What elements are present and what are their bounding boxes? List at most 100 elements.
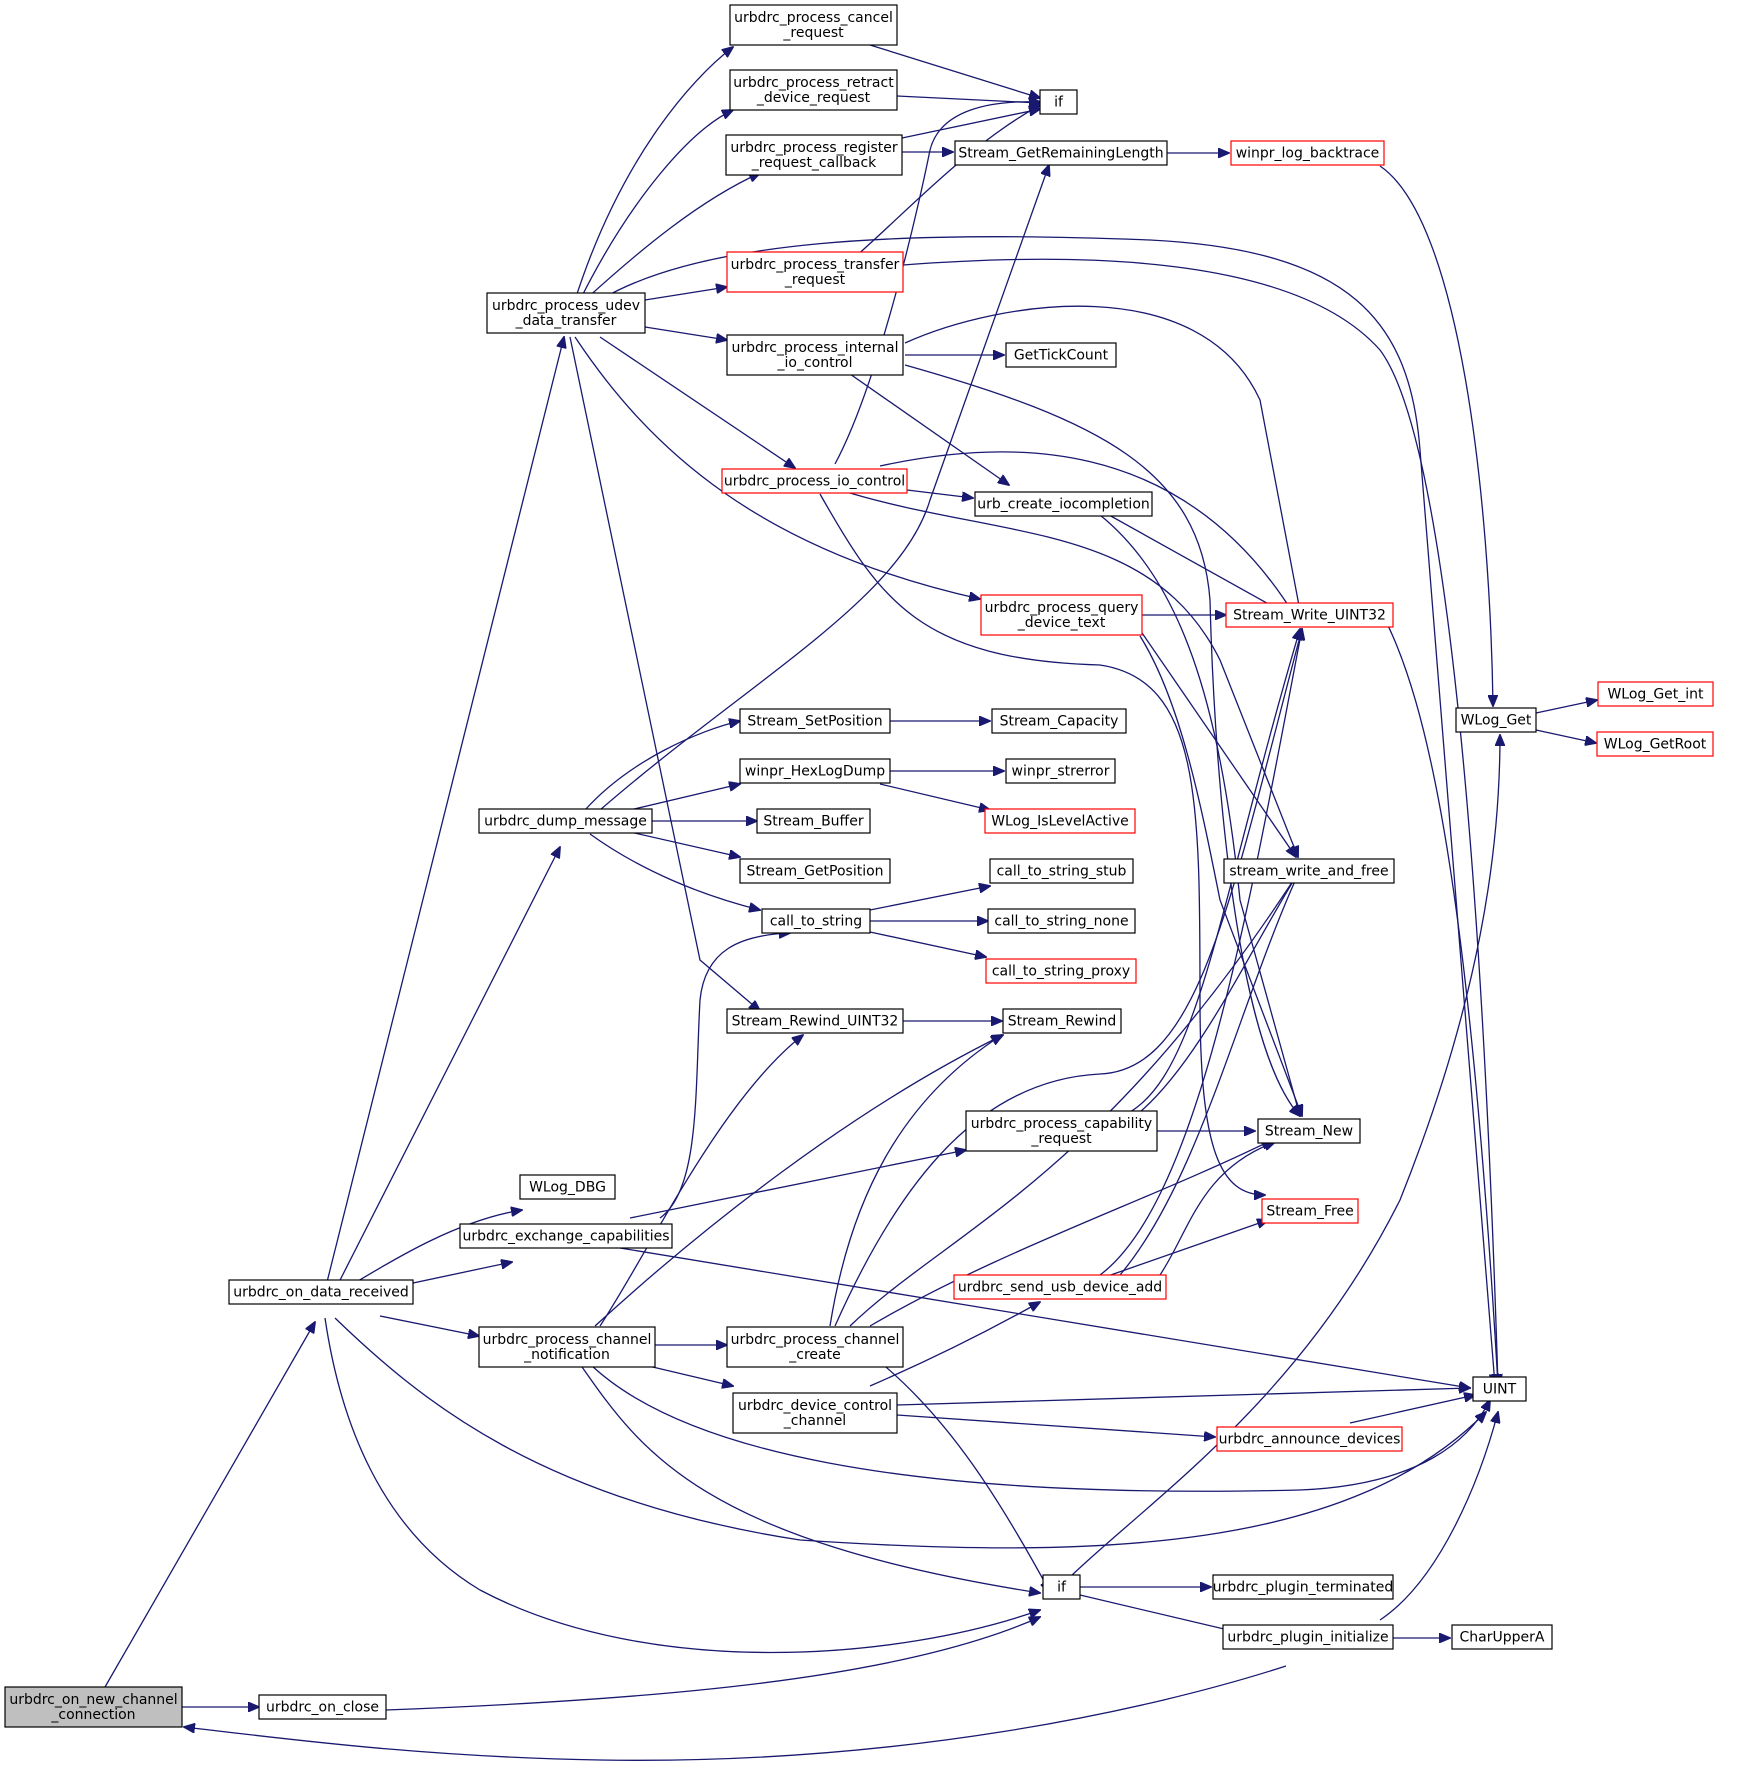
node-label: urbdrc_announce_devices xyxy=(1219,1432,1401,1448)
node-stream-write-and-free[interactable]: stream_write_and_free xyxy=(1223,858,1395,884)
node-urbdrc-process-cancel-request[interactable]: urbdrc_process_cancel_request xyxy=(729,4,898,46)
node-box xyxy=(1455,707,1537,733)
node-urbdrc-on-new-channel-connection[interactable]: urbdrc_on_new_channel_connection xyxy=(4,1686,183,1728)
node-stream-getposition[interactable]: Stream_GetPosition xyxy=(739,858,891,884)
edge-on-data-to-wlogdbg xyxy=(339,1210,522,1293)
node-if[interactable]: if xyxy=(1042,1574,1081,1600)
node-stream-rewind[interactable]: Stream_Rewind xyxy=(1002,1008,1122,1034)
node-box xyxy=(1261,1198,1359,1224)
edge-devctl-to-announce xyxy=(896,1414,1215,1437)
node-wlog-dbg[interactable]: WLog_DBG xyxy=(519,1174,616,1200)
node-box xyxy=(1223,858,1395,884)
node-box xyxy=(478,808,653,834)
node-urbdrc-plugin-terminated[interactable]: urbdrc_plugin_terminated xyxy=(1212,1574,1394,1600)
node-stream-buffer[interactable]: Stream_Buffer xyxy=(756,808,871,834)
node-label: urbdrc_on_new_channel xyxy=(9,1692,177,1708)
node-label: urbdrc_on_data_received xyxy=(233,1285,409,1301)
edge-capreq-to-writefree xyxy=(1139,870,1300,1113)
node-call-to-string-none[interactable]: call_to_string_none xyxy=(987,908,1136,934)
node-stream-capacity[interactable]: Stream_Capacity xyxy=(991,708,1127,734)
node-label: WLog_IsLevelActive xyxy=(991,814,1129,830)
node-box xyxy=(1005,758,1116,784)
edge-udev-to-uint xyxy=(599,235,1495,1385)
edge-urbcreate-to-snew xyxy=(1099,514,1300,1116)
node-urbdrc-exchange-capabilities[interactable]: urbdrc_exchange_capabilities xyxy=(459,1223,673,1249)
node-box xyxy=(729,4,898,46)
node-label: urbdrc_process_transfer xyxy=(731,257,900,273)
edge-ioctl-to-if xyxy=(834,102,1040,465)
edge-announce-to-uint xyxy=(1349,1395,1475,1424)
node-urbdrc-device-control-channel[interactable]: urbdrc_device_control_channel xyxy=(732,1392,898,1434)
edge-capreq-to-writeu32 xyxy=(1129,629,1300,1113)
node-label: urdbrc_send_usb_device_add xyxy=(958,1280,1162,1296)
node-wlog-getroot[interactable]: WLog_GetRoot xyxy=(1596,731,1714,757)
node-urbdrc-process-channel-notification[interactable]: urbdrc_process_channel_notification xyxy=(478,1326,656,1368)
node-label: if xyxy=(1057,1580,1067,1596)
edge-root-to-on-data xyxy=(104,1322,315,1688)
node-label: call_to_string xyxy=(770,914,862,930)
node-call-to-string-stub[interactable]: call_to_string_stub xyxy=(989,858,1134,884)
node-label: Stream_New xyxy=(1265,1124,1353,1140)
node-box xyxy=(987,908,1136,934)
node-gettickcount[interactable]: GetTickCount xyxy=(1005,342,1117,368)
node-winpr-hexlogdump[interactable]: winpr_HexLogDump xyxy=(739,758,891,784)
node-urbdrc-process-capability-request[interactable]: urbdrc_process_capability_request xyxy=(965,1110,1158,1152)
node-stream-free[interactable]: Stream_Free xyxy=(1261,1198,1359,1224)
node-box xyxy=(1472,1376,1527,1402)
node-winpr-log-backtrace[interactable]: winpr_log_backtrace xyxy=(1230,140,1385,166)
node-box xyxy=(1039,89,1078,115)
node-urbdrc-dump-message[interactable]: urbdrc_dump_message xyxy=(478,808,653,834)
edge-hexlog-to-islevel xyxy=(879,783,990,810)
node-stream-setposition[interactable]: Stream_SetPosition xyxy=(739,708,891,734)
node-box xyxy=(1597,681,1714,707)
node-urbdrc-on-data-received[interactable]: urbdrc_on_data_received xyxy=(228,1279,414,1305)
node-urbdrc-process-internal-io-control[interactable]: urbdrc_process_internal_io_control xyxy=(726,334,904,376)
node-wlog-get[interactable]: WLog_Get xyxy=(1455,707,1537,733)
node-wlog-get-int[interactable]: WLog_Get_int xyxy=(1597,681,1714,707)
node-label: GetTickCount xyxy=(1014,348,1109,364)
node-charuppera[interactable]: CharUpperA xyxy=(1451,1624,1553,1650)
node-stream-rewind-uint32[interactable]: Stream_Rewind_UINT32 xyxy=(726,1008,904,1034)
node-label: Stream_Capacity xyxy=(1000,714,1119,730)
node-uint[interactable]: UINT xyxy=(1472,1376,1527,1402)
node-urbdrc-plugin-initialize[interactable]: urbdrc_plugin_initialize xyxy=(1222,1624,1394,1650)
edge-on-data-to-chnot xyxy=(379,1315,479,1336)
node-urdbrc-send-usb-device-add[interactable]: urdbrc_send_usb_device_add xyxy=(953,1274,1167,1300)
node-urbdrc-process-register-request-callback[interactable]: urbdrc_process_register_request_callback xyxy=(725,134,903,176)
edge-on-data-to-if xyxy=(324,1317,1040,1654)
node-box xyxy=(761,908,871,934)
node-box xyxy=(726,1326,904,1368)
edge-chnot-to-if xyxy=(579,1363,1040,1593)
node-label: urbdrc_dump_message xyxy=(484,814,647,830)
node-urbdrc-process-udev-data-transfer[interactable]: urbdrc_process_udev_data_transfer xyxy=(486,292,646,334)
node-box xyxy=(739,858,891,884)
node-urbdrc-process-channel-create[interactable]: urbdrc_process_channel_create xyxy=(726,1326,904,1368)
node-call-to-string[interactable]: call_to_string xyxy=(761,908,871,934)
node-box xyxy=(980,594,1143,636)
node-stream-write-uint32[interactable]: Stream_Write_UINT32 xyxy=(1225,602,1394,628)
node-call-to-string-proxy[interactable]: call_to_string_proxy xyxy=(985,958,1137,984)
edge-on-data-to-uint xyxy=(334,1317,1486,1549)
node-urbdrc-process-retract-device-request[interactable]: urbdrc_process_retract_device_request xyxy=(729,69,898,111)
edge-initialize-to-root xyxy=(184,1665,1287,1761)
edge-sendadd-to-writefree xyxy=(1119,870,1300,1276)
node-urbdrc-process-io-control[interactable]: urbdrc_process_io_control xyxy=(721,468,908,494)
node-if[interactable]: if xyxy=(1039,89,1078,115)
node-box xyxy=(726,251,904,293)
node-box xyxy=(732,1392,898,1434)
node-wlog-islevelactive[interactable]: WLog_IsLevelActive xyxy=(984,808,1136,834)
node-stream-getremaininglength[interactable]: Stream_GetRemainingLength xyxy=(954,140,1168,166)
node-urbdrc-process-transfer-request[interactable]: urbdrc_process_transfer_request xyxy=(726,251,904,293)
node-urbdrc-announce-devices[interactable]: urbdrc_announce_devices xyxy=(1216,1426,1403,1452)
node-stream-new[interactable]: Stream_New xyxy=(1257,1118,1361,1144)
node-urbdrc-on-close[interactable]: urbdrc_on_close xyxy=(258,1694,387,1720)
node-label: urbdrc_plugin_initialize xyxy=(1227,1630,1388,1646)
node-winpr-strerror[interactable]: winpr_strerror xyxy=(1005,758,1116,784)
node-label: urbdrc_device_control xyxy=(738,1398,892,1414)
node-urb-create-iocompletion[interactable]: urb_create_iocompletion xyxy=(974,491,1153,517)
node-urbdrc-process-query-device-text[interactable]: urbdrc_process_query_device_text xyxy=(980,594,1143,636)
edge-udev-to-register xyxy=(584,173,760,301)
edge-query-to-writefree xyxy=(1139,629,1296,857)
edge-ioctl-to-writefree xyxy=(839,489,1298,857)
